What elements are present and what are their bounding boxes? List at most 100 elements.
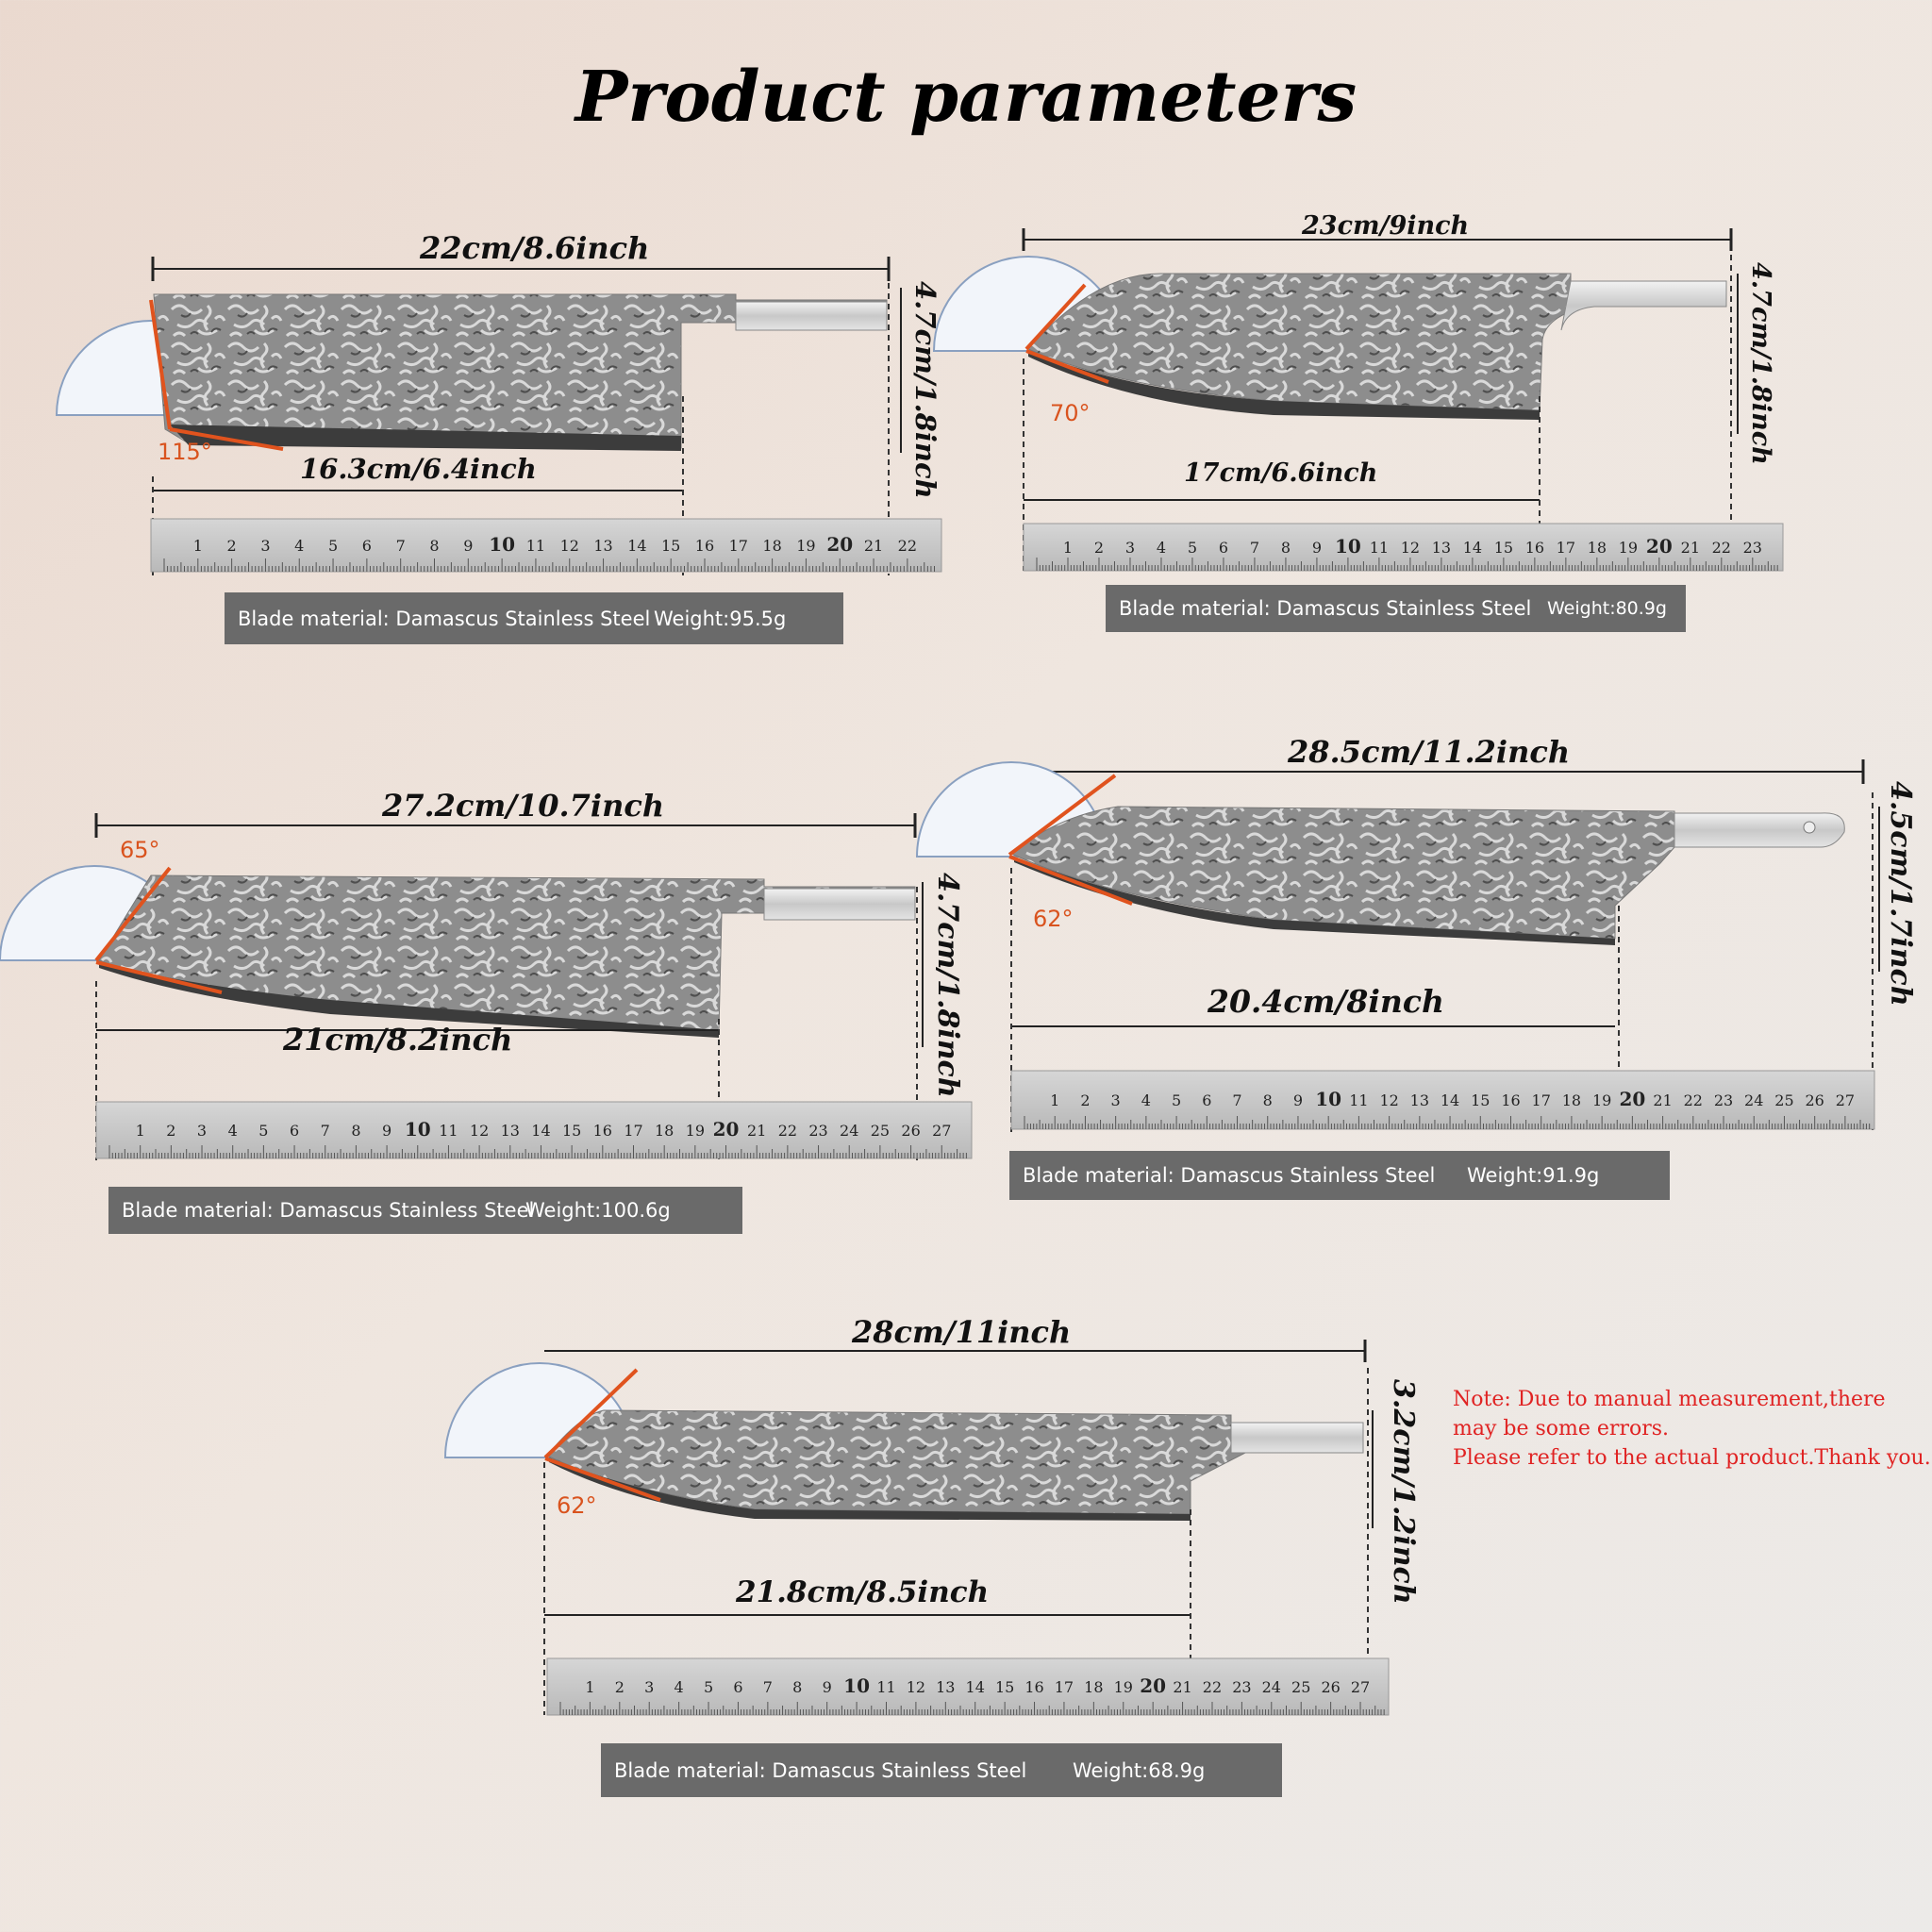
- ruler-number: 27: [932, 1122, 951, 1140]
- spec-bar: Blade material: Damascus Stainless Steel…: [225, 592, 843, 644]
- ruler-number: 13: [593, 537, 612, 555]
- ruler-number: 6: [362, 537, 372, 555]
- total-length-label: 23cm/9inch: [1302, 211, 1470, 241]
- height-label: 3.2cm/1.2inch: [1387, 1379, 1420, 1605]
- ruler-number: 2: [615, 1678, 625, 1696]
- ruler-number: 17: [1055, 1678, 1074, 1696]
- tang-hole-icon: [1803, 821, 1816, 834]
- ruler-number: 15: [1471, 1091, 1490, 1109]
- ruler-number: 19: [1619, 539, 1638, 557]
- ruler-number: 24: [1744, 1091, 1763, 1109]
- height-label: 4.5cm/1.7inch: [1884, 781, 1917, 1007]
- angle-label: 70°: [1050, 400, 1091, 426]
- ruler-number: 15: [661, 537, 680, 555]
- ruler-number: 23: [1743, 539, 1762, 557]
- ruler-number: 11: [876, 1678, 895, 1696]
- angle-label: 62°: [557, 1492, 597, 1519]
- ruler-number: 5: [1172, 1091, 1181, 1109]
- ruler-number: 13: [1432, 539, 1451, 557]
- ruler-number: 27: [1351, 1678, 1370, 1696]
- ruler-number: 14: [627, 537, 646, 555]
- angle-label: 62°: [1033, 906, 1074, 932]
- height-label: 4.7cm/1.8inch: [931, 873, 964, 1098]
- ruler-number: 8: [351, 1122, 360, 1140]
- note-line-3: Please refer to the actual product.Thank…: [1453, 1446, 1931, 1470]
- ruler-number: 9: [1312, 539, 1322, 557]
- ruler-number: 19: [1114, 1678, 1133, 1696]
- ruler-number: 18: [655, 1122, 674, 1140]
- protractor-icon: [0, 865, 191, 961]
- ruler-number: 4: [675, 1678, 684, 1696]
- ruler-number: 24: [840, 1122, 858, 1140]
- ruler-number: 18: [1562, 1091, 1581, 1109]
- ruler-number: 16: [1024, 1678, 1043, 1696]
- ruler-number: 21: [1653, 1091, 1672, 1109]
- ruler-number: 10: [405, 1118, 431, 1141]
- ruler-number: 8: [429, 537, 439, 555]
- ruler-number: 14: [1463, 539, 1482, 557]
- ruler-number: 13: [1410, 1091, 1429, 1109]
- ruler-number: 5: [328, 537, 338, 555]
- ruler-number: 12: [1401, 539, 1420, 557]
- material-text: Blade material: Damascus Stainless Steel: [238, 607, 651, 630]
- ruler-number: 13: [501, 1122, 520, 1140]
- ruler-number: 8: [792, 1678, 802, 1696]
- ruler-number: 22: [898, 537, 917, 555]
- ruler-number: 16: [1501, 1091, 1520, 1109]
- ruler-number: 17: [729, 537, 748, 555]
- ruler-number: 16: [593, 1122, 612, 1140]
- spec-bar: Blade material: Damascus Stainless Steel…: [108, 1187, 742, 1234]
- ruler-number: 3: [1111, 1091, 1121, 1109]
- ruler-number: 5: [704, 1678, 713, 1696]
- ruler-number: 8: [1263, 1091, 1273, 1109]
- weight-text: Weight:68.9g: [1073, 1758, 1206, 1782]
- ruler-number: 7: [396, 537, 406, 555]
- ruler-number: 24: [1262, 1678, 1281, 1696]
- ruler-number: 21: [1681, 539, 1700, 557]
- ruler-number: 20: [1619, 1088, 1645, 1110]
- ruler-number: 25: [1774, 1091, 1793, 1109]
- ruler-number: 3: [197, 1122, 207, 1140]
- ruler-number: 18: [762, 537, 781, 555]
- ruler-number: 14: [531, 1122, 550, 1140]
- protractor-icon: [55, 320, 247, 416]
- ruler-number: 19: [796, 537, 815, 555]
- ruler-number: 10: [843, 1674, 870, 1697]
- ruler-number: 23: [1714, 1091, 1733, 1109]
- ruler-number: 1: [1063, 539, 1073, 557]
- ruler-number: 12: [907, 1678, 925, 1696]
- ruler-number: 11: [1349, 1091, 1368, 1109]
- ruler-number: 1: [585, 1678, 594, 1696]
- note-line-1: Note: Due to manual measurement,there: [1453, 1388, 1886, 1411]
- spec-bar: Blade material: Damascus Stainless Steel…: [601, 1743, 1282, 1797]
- ruler-number: 7: [321, 1122, 330, 1140]
- ruler-number: 19: [1592, 1091, 1611, 1109]
- material-text: Blade material: Damascus Stainless Steel: [1119, 597, 1532, 620]
- blade-length-label: 21cm/8.2inch: [283, 1022, 513, 1058]
- ruler-number: 10: [489, 533, 515, 556]
- ruler-number: 5: [1188, 539, 1197, 557]
- ruler-number: 11: [1370, 539, 1389, 557]
- ruler-number: 2: [1094, 539, 1104, 557]
- ruler-number: 25: [871, 1122, 890, 1140]
- spec-bar: Blade material: Damascus Stainless Steel…: [1009, 1151, 1670, 1200]
- blade-length-label: 20.4cm/8inch: [1208, 983, 1445, 1020]
- weight-text: Weight:100.6g: [525, 1199, 671, 1222]
- material-text: Blade material: Damascus Stainless Steel: [614, 1758, 1027, 1782]
- weight-text: Weight:95.5g: [654, 607, 787, 630]
- ruler-number: 18: [1084, 1678, 1103, 1696]
- ruler-number: 17: [1557, 539, 1575, 557]
- ruler-number: 4: [1157, 539, 1166, 557]
- ruler-number: 26: [1321, 1678, 1340, 1696]
- measurement-note: Note: Due to manual measurement,there ma…: [1453, 1385, 1932, 1473]
- protractor-icon: [443, 1362, 636, 1458]
- ruler-number: 2: [166, 1122, 175, 1140]
- ruler-number: 10: [1315, 1088, 1341, 1110]
- total-length-label: 28cm/11inch: [852, 1314, 1072, 1350]
- ruler-number: 1: [1050, 1091, 1059, 1109]
- ruler-number: 20: [826, 533, 853, 556]
- ruler-number: 11: [439, 1122, 458, 1140]
- protractor-icon: [932, 256, 1124, 352]
